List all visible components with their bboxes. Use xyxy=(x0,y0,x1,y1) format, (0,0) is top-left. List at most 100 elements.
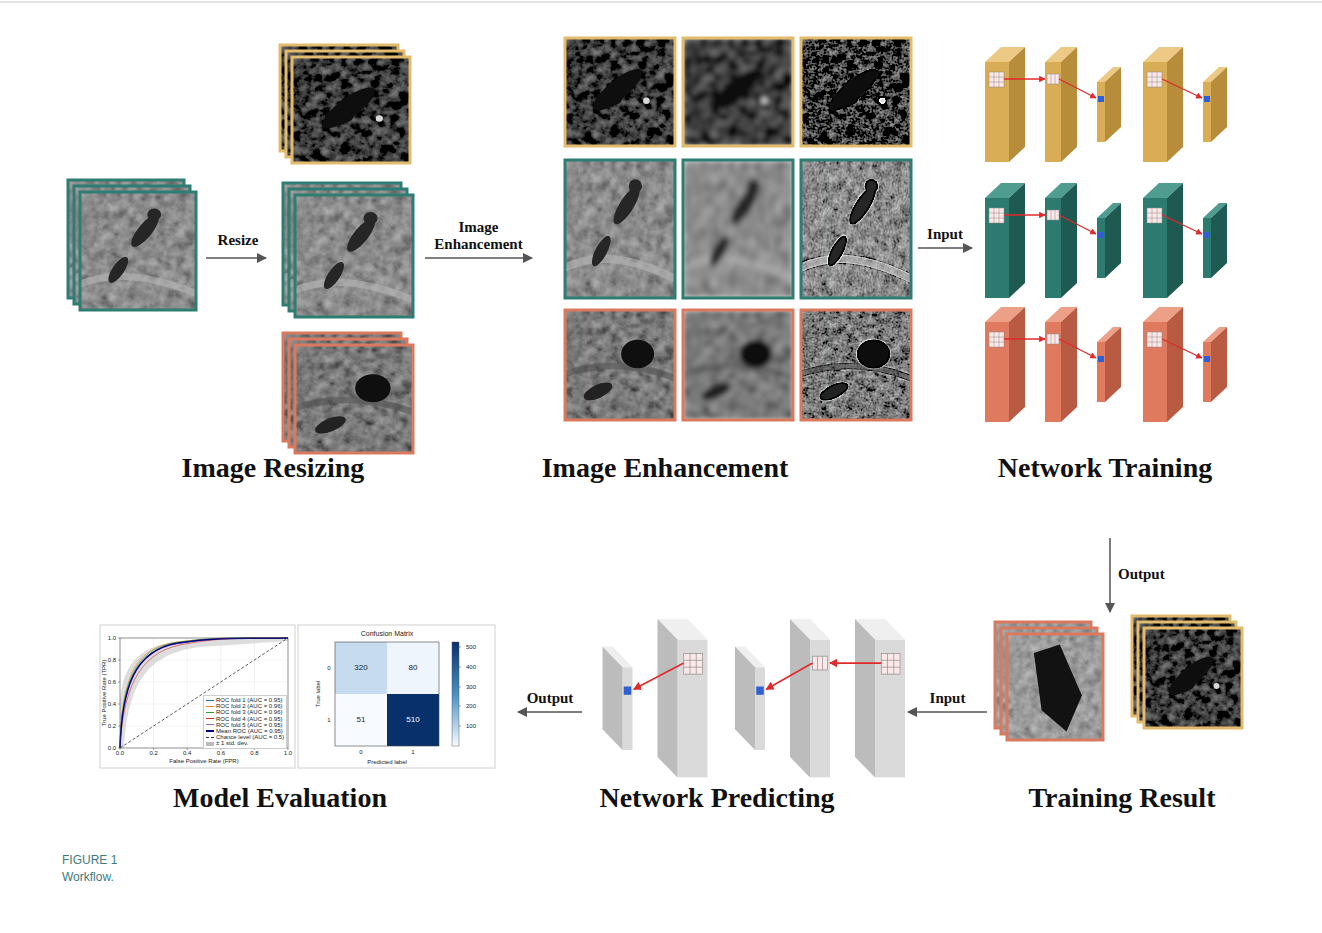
rect-shape xyxy=(801,310,911,420)
cell-value: 80 xyxy=(409,664,418,672)
line-shape xyxy=(120,638,288,748)
flow-arrow xyxy=(908,711,987,713)
axis-title: True label xyxy=(315,681,321,707)
tick-label: 0.6 xyxy=(108,679,116,685)
legend-sample xyxy=(206,724,214,725)
rect-shape xyxy=(1144,628,1242,728)
use-shape xyxy=(683,160,793,298)
use-shape xyxy=(801,38,911,146)
stage-heading: Image Enhancement xyxy=(542,451,789,485)
path-shape xyxy=(120,638,288,748)
roc-chart xyxy=(100,625,295,768)
axis-title: False Positive Rate (FPR) xyxy=(169,758,238,764)
use-shape xyxy=(292,57,410,163)
tick-label: 1 xyxy=(411,749,414,755)
line-shape xyxy=(288,748,289,750)
rect-shape xyxy=(298,625,495,768)
predicting-network xyxy=(603,619,906,778)
legend-text: Chance level (AUC = 0.5) xyxy=(216,734,284,740)
rect-shape xyxy=(801,160,911,298)
use-shape xyxy=(985,307,1227,422)
svg-shape xyxy=(683,310,793,420)
use-shape xyxy=(295,345,413,453)
line-shape xyxy=(118,704,120,705)
use-shape xyxy=(683,38,793,146)
legend-entry: ± 1 std. dev. xyxy=(206,740,284,746)
enhanced-image-grid xyxy=(565,38,911,420)
line-shape xyxy=(120,682,288,683)
rect-shape xyxy=(801,38,911,146)
legend-text: ROC fold 1 (AUC = 0.95) xyxy=(216,697,283,703)
tick-label: 0 xyxy=(359,749,362,755)
top-rule xyxy=(0,2,1322,3)
use-shape xyxy=(1144,628,1242,728)
stage-heading: Network Predicting xyxy=(599,781,834,815)
use-shape xyxy=(80,192,196,310)
rect-shape xyxy=(565,310,675,420)
tick-label: 0.6 xyxy=(217,750,225,756)
g-shape xyxy=(118,638,288,750)
svg-shape xyxy=(683,160,793,298)
svg-shape xyxy=(292,57,410,163)
line-shape xyxy=(459,667,461,668)
stage-heading: Image Resizing xyxy=(182,451,365,485)
flow-arrow xyxy=(1109,538,1111,612)
rect-shape xyxy=(387,642,439,694)
use-shape xyxy=(683,310,793,420)
training-networks xyxy=(985,47,1227,422)
path-shape xyxy=(120,638,288,748)
rect-shape xyxy=(683,310,793,420)
rect-shape xyxy=(565,160,675,298)
rect-shape xyxy=(295,345,413,453)
arrow-label: Input xyxy=(930,690,966,707)
use-shape xyxy=(985,183,1227,298)
use-shape xyxy=(801,160,911,298)
tick-label: 0.4 xyxy=(183,750,191,756)
legend-entry: ROC fold 2 (AUC = 0.96) xyxy=(206,703,284,709)
predicting-stage: Network Predicting xyxy=(585,605,905,825)
stage-heading: Network Training xyxy=(998,451,1212,485)
rect-shape xyxy=(335,642,439,746)
path-shape xyxy=(120,638,288,748)
legend-text: ROC fold 4 (AUC = 0.95) xyxy=(216,716,283,722)
line-shape xyxy=(459,706,461,707)
roc-legend: ROC fold 1 (AUC = 0.95)ROC fold 2 (AUC =… xyxy=(203,695,287,749)
rect-shape xyxy=(335,694,387,746)
use-shape xyxy=(295,195,413,317)
cell-value: 51 xyxy=(357,716,366,724)
g-shape xyxy=(120,638,288,748)
figure-caption: FIGURE 1 Workflow. xyxy=(62,852,140,887)
training-stage: Network Training xyxy=(975,34,1247,535)
arrow-label: Output xyxy=(1118,566,1165,583)
line-shape xyxy=(118,638,120,639)
stage-heading: Model Evaluation xyxy=(173,781,387,815)
svg-shape xyxy=(295,195,413,317)
legend-sample xyxy=(206,742,214,746)
cell-value: 510 xyxy=(406,716,419,724)
legend-entry: ROC fold 3 (AUC = 0.96) xyxy=(206,709,284,715)
rect-shape xyxy=(335,642,387,694)
legend-entry: ROC fold 1 (AUC = 0.95) xyxy=(206,697,284,703)
tick-label: 0.4 xyxy=(108,701,116,707)
g-shape xyxy=(459,647,461,726)
line-shape xyxy=(187,638,188,748)
arrow-label: Output xyxy=(527,690,574,707)
svg-shape xyxy=(801,160,911,298)
axis-title: Predicted label xyxy=(367,759,407,765)
legend-entry: ROC fold 5 (AUC = 0.95) xyxy=(206,722,284,728)
g-shape xyxy=(120,638,288,748)
rect-shape xyxy=(120,638,288,748)
tick-label: 0.2 xyxy=(108,723,116,729)
colorbar-tick: 400 xyxy=(466,664,476,670)
legend-sample xyxy=(206,737,214,738)
result-image-stacks xyxy=(995,616,1242,740)
colorbar-tick: 200 xyxy=(466,703,476,709)
legend-sample xyxy=(206,718,214,719)
legend-sample xyxy=(206,730,214,732)
resize-arrow xyxy=(206,257,266,259)
legend-text: ROC fold 5 (AUC = 0.95) xyxy=(216,722,283,728)
flow-arrow xyxy=(425,257,532,259)
svg-shape xyxy=(801,310,911,420)
legend-sample xyxy=(206,706,214,707)
rect-shape xyxy=(452,642,459,746)
